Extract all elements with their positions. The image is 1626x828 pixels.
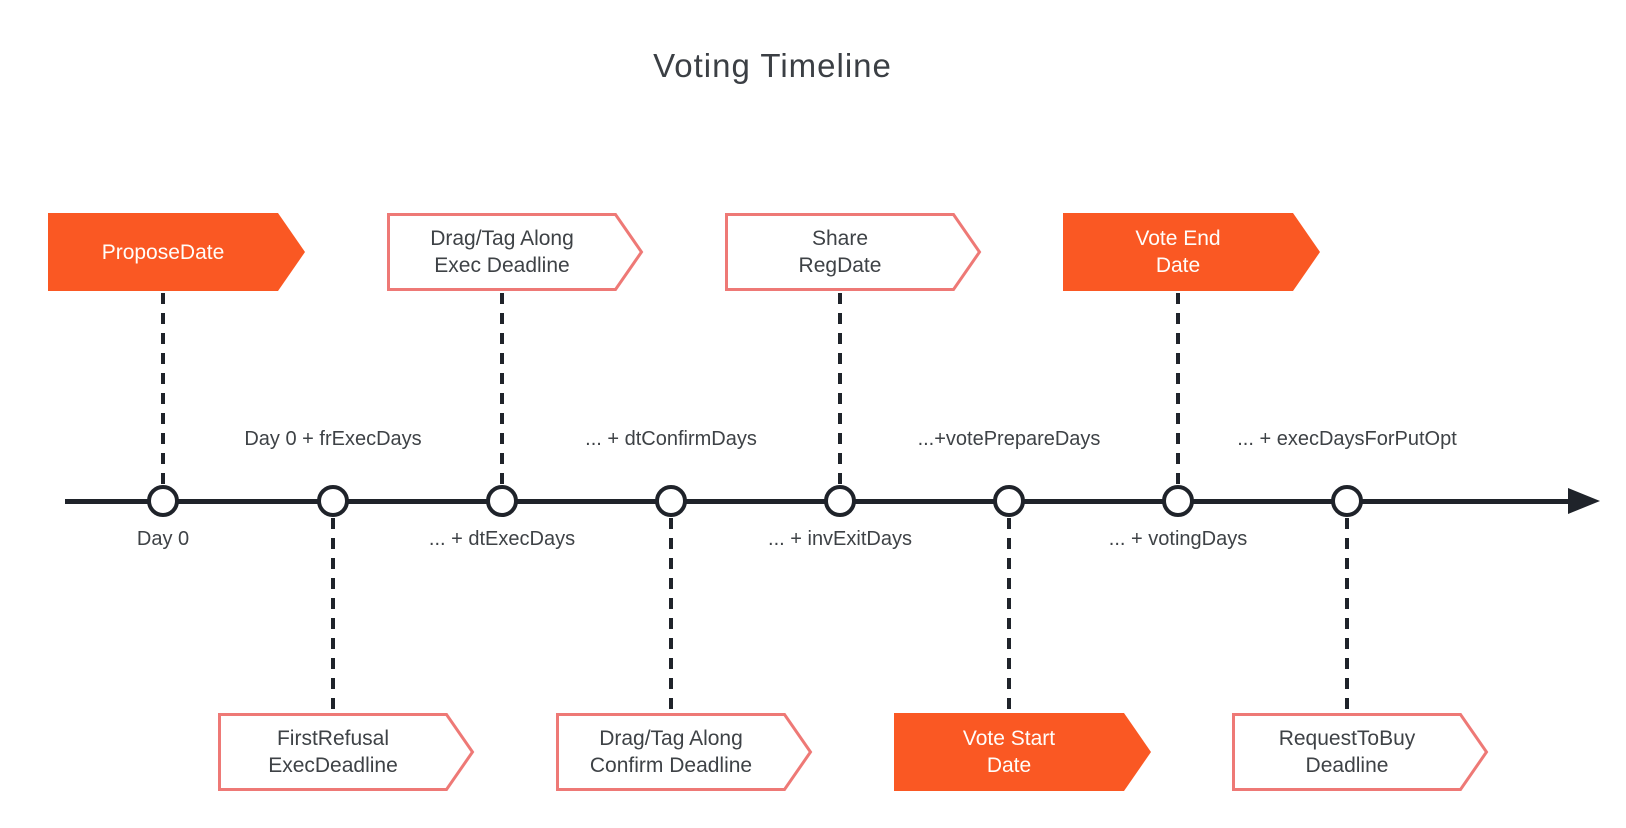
banner-arrow-shape <box>387 213 644 291</box>
axis-interval-label: Day 0 + frExecDays <box>244 428 422 450</box>
dashed-connector <box>669 518 673 713</box>
banner-drag-tag-along-confirm-deadline: Drag/Tag Along Confirm Deadline <box>556 713 813 791</box>
dashed-connector <box>500 293 504 484</box>
dashed-connector <box>1345 518 1349 713</box>
banner-arrow-shape <box>894 713 1151 791</box>
dashed-connector <box>838 293 842 484</box>
banner-arrow-shape <box>218 713 475 791</box>
axis-interval-label: ... + invExitDays <box>768 528 912 550</box>
timeline-node-circle <box>993 485 1025 517</box>
timeline-node-circle <box>655 485 687 517</box>
axis-interval-label: ... + dtConfirmDays <box>585 428 757 450</box>
banner-request-to-buy-deadline: RequestToBuy Deadline <box>1232 713 1489 791</box>
timeline-node-circle <box>486 485 518 517</box>
banner-label: ProposeDate <box>101 240 225 264</box>
axis-interval-label: Day 0 <box>136 528 190 550</box>
banner-label: Drag/Tag Along Exec Deadline <box>430 227 574 277</box>
banner-vote-end-date: Vote End Date <box>1063 213 1320 291</box>
dashed-connector <box>1007 518 1011 713</box>
banner-vote-start-date: Vote Start Date <box>894 713 1151 791</box>
banner-label: FirstRefusal ExecDeadline <box>268 727 398 777</box>
banner-propose-date: ProposeDate <box>48 213 305 291</box>
axis-interval-label: ...+votePrepareDays <box>917 428 1101 450</box>
banner-arrow-shape <box>1063 213 1320 291</box>
banner-label: RequestToBuy Deadline <box>1278 727 1416 777</box>
timeline-axis <box>65 499 1575 504</box>
banner-label: Vote End Date <box>1135 227 1221 277</box>
axis-interval-label: ... + votingDays <box>1108 528 1248 550</box>
banner-share-reg-date: Share RegDate <box>725 213 982 291</box>
timeline-node-circle <box>1162 485 1194 517</box>
banner-drag-tag-along-exec-deadline: Drag/Tag Along Exec Deadline <box>387 213 644 291</box>
banner-arrow-shape <box>556 713 813 791</box>
banner-label: Vote Start Date <box>962 727 1056 777</box>
axis-interval-label: ... + dtExecDays <box>428 528 576 550</box>
banner-first-refusal-exec-deadline: FirstRefusal ExecDeadline <box>218 713 475 791</box>
timeline-node-circle <box>317 485 349 517</box>
dashed-connector <box>331 518 335 713</box>
banner-label: Share RegDate <box>798 227 882 277</box>
timeline-node-circle <box>147 485 179 517</box>
banner-label: Drag/Tag Along Confirm Deadline <box>589 727 753 777</box>
diagram-title: Voting Timeline <box>653 47 892 84</box>
dashed-connector <box>1176 293 1180 484</box>
timeline-node-circle <box>1331 485 1363 517</box>
axis-interval-label: ... + execDaysForPutOpt <box>1237 428 1457 450</box>
timeline-node-circle <box>824 485 856 517</box>
banner-arrow-shape <box>48 213 305 291</box>
axis-arrowhead-icon <box>1568 488 1600 514</box>
banner-arrow-shape <box>1232 713 1489 791</box>
dashed-connector <box>161 293 165 484</box>
banner-arrow-shape <box>725 213 982 291</box>
